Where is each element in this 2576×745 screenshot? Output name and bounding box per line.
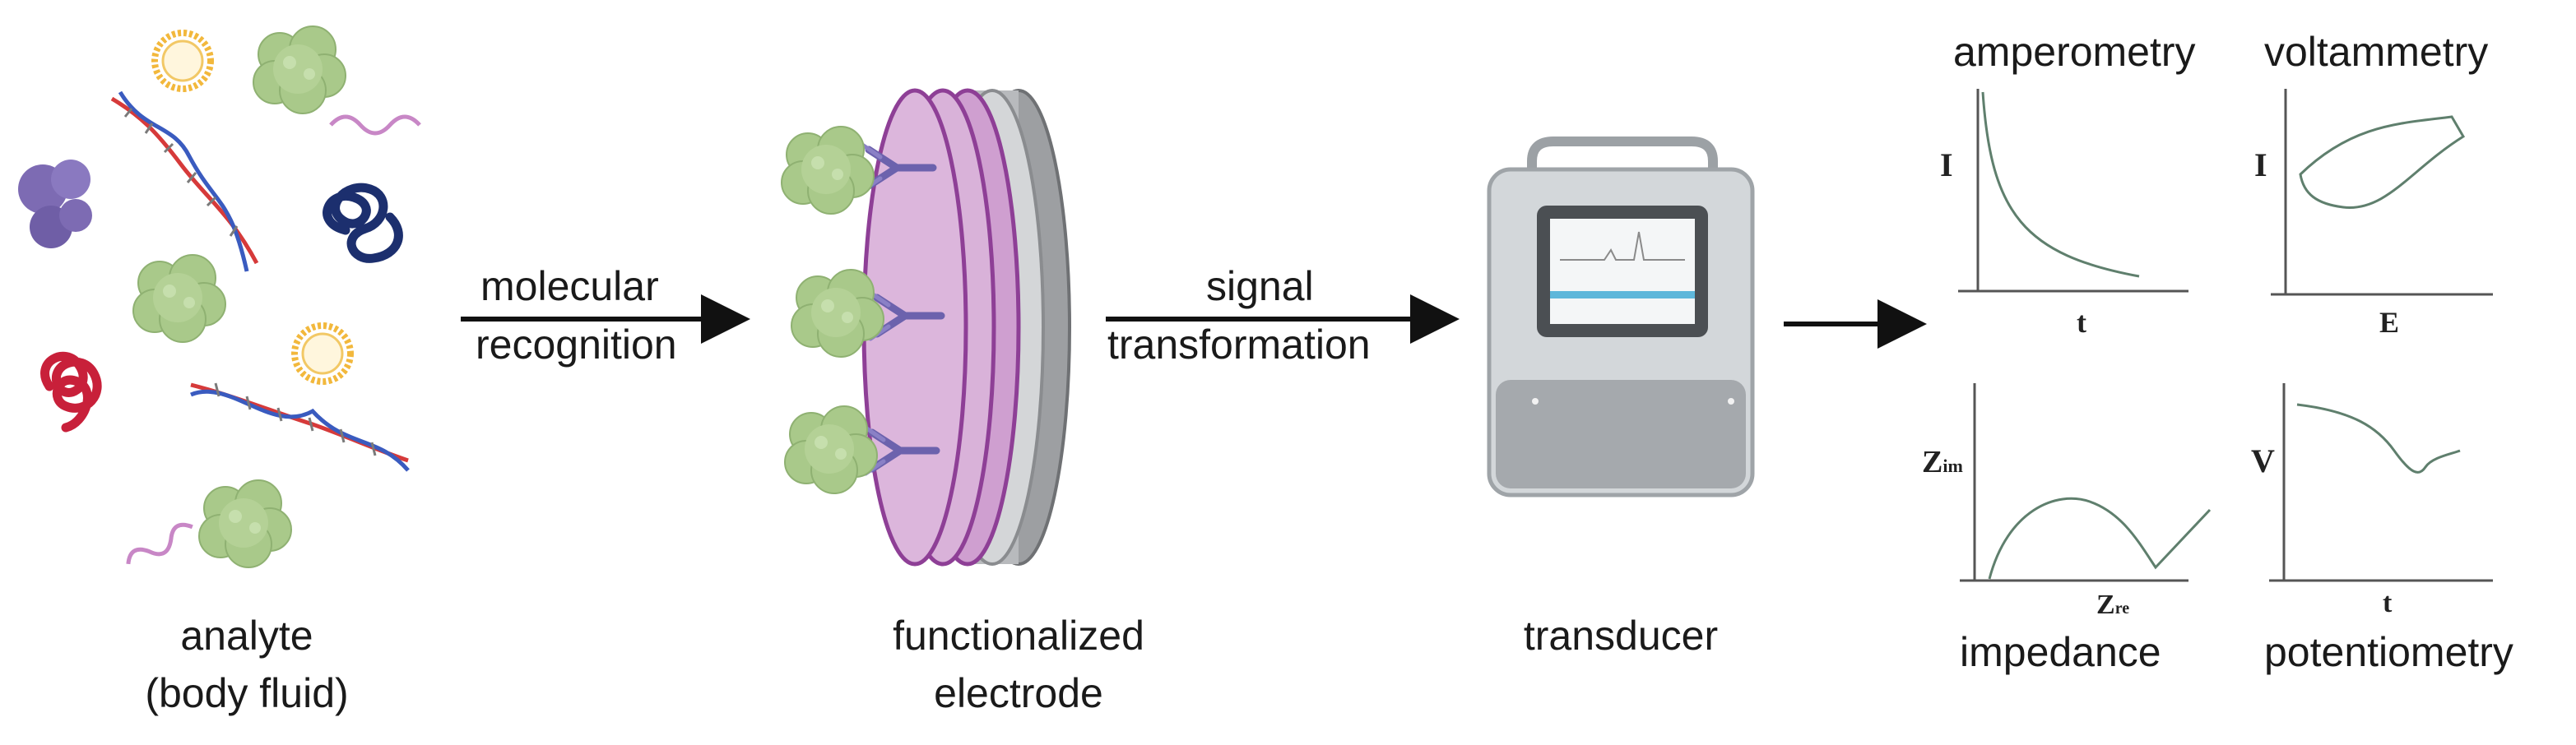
coil-protein-icon: [40, 351, 102, 433]
plot-title: voltammetry: [2264, 29, 2488, 75]
functionalized-electrode: [861, 88, 1071, 567]
potentiometry-plot: V t potentiometry: [2251, 383, 2513, 675]
cyclic-voltammogram: [2299, 115, 2466, 209]
arrow-label-line2: transformation: [1107, 322, 1371, 368]
transducer-label: transducer: [1524, 613, 1718, 659]
y-axis-label: I: [2254, 146, 2267, 183]
impedance-plot: Zim Zre impedance: [1922, 383, 2212, 675]
plot-title: impedance: [1960, 629, 2161, 675]
analyte-molecules: [18, 25, 421, 568]
arrow-label-line1: signal: [1206, 263, 1314, 309]
amperometry-plot: amperometry I t: [1940, 29, 2196, 339]
x-axis-label: Zre: [2096, 590, 2129, 620]
dna-helix-icon: [110, 90, 259, 272]
protein-icon: [198, 479, 292, 568]
y-axis-label: V: [2251, 442, 2275, 479]
y-axis-label: Zim: [1922, 445, 1963, 479]
x-axis-label: E: [2379, 306, 2399, 339]
coil-protein-icon: [323, 183, 403, 263]
peptide-icon: [329, 114, 421, 136]
nyquist-curve: [1988, 497, 2212, 580]
plot-title: amperometry: [1953, 29, 2196, 75]
peptide-icon: [126, 522, 193, 565]
transducer-device: [1487, 137, 1755, 497]
current-decay-curve: [1981, 91, 2140, 278]
analyte-label: analyte: [180, 613, 313, 659]
dna-helix-icon: [190, 382, 410, 472]
plot-title: potentiometry: [2264, 629, 2513, 675]
voltammetry-plot: voltammetry I E: [2254, 29, 2493, 339]
electrode-sublabel: electrode: [934, 670, 1103, 716]
purple-protein-icon: [18, 160, 92, 248]
arrow-label-line2: recognition: [476, 322, 677, 368]
protein-icon: [253, 25, 346, 114]
arrow-label-line1: molecular: [480, 263, 659, 309]
protein-icon: [132, 254, 226, 343]
vesicle-icon: [295, 326, 350, 382]
bound-protein-icon: [781, 126, 875, 215]
analyte-sublabel: (body fluid): [145, 670, 348, 716]
x-axis-label: t: [2077, 306, 2086, 339]
y-axis-label: I: [1940, 146, 1953, 183]
potential-curve: [2296, 403, 2461, 474]
electrode-label: functionalized: [893, 613, 1144, 659]
vesicle-icon: [155, 33, 211, 89]
bound-protein-icon: [784, 405, 878, 494]
x-axis-label: t: [2383, 588, 2393, 618]
